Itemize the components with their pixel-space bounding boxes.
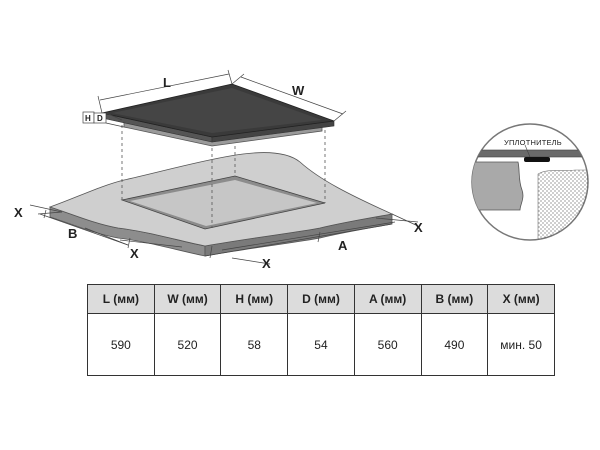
table-cell: 58 [220,313,289,376]
table-cell: 490 [420,313,489,376]
table-header-cell: L (мм) [87,283,155,315]
table-header-row: L (мм) W (мм) H (мм) D (мм) A (мм) B (мм… [87,283,555,315]
label-A: A [338,238,348,253]
table-row: 590 520 58 54 560 490 мин. 50 [87,313,555,376]
label-W: W [292,83,305,98]
label-H: H [85,114,91,123]
label-L: L [163,75,171,90]
countertop-cutout-floor [130,180,317,226]
table-header-cell: B (мм) [420,283,489,315]
seal-detail-glass [472,149,588,158]
table-cell: 590 [87,313,155,376]
table-cell: мин. 50 [487,313,555,376]
dimension-H-D [82,111,125,128]
hob-glass-highlight [112,88,322,133]
label-X-bottom-right: X [262,256,271,271]
dimension-L [97,69,233,114]
seal-label-leader [524,144,531,158]
seal-label: УПЛОТНИТЕЛЬ [504,138,562,147]
table-header-cell: H (мм) [220,283,289,315]
table-cell: 54 [287,313,355,376]
seal-detail-seal [524,157,550,162]
label-X-left: X [14,205,23,220]
table-cell: 560 [353,313,422,376]
seal-detail-countertop [472,161,524,211]
countertop [48,152,394,257]
installation-diagram: L W H D X B X X [14,69,589,271]
dimension-W [231,73,347,122]
seal-detail: УПЛОТНИТЕЛЬ [471,123,589,241]
label-B: B [68,226,77,241]
spec-table: L (мм) W (мм) H (мм) D (мм) A (мм) B (мм… [87,283,555,376]
table-header-cell: X (мм) [487,283,555,315]
table-header-cell: A (мм) [353,283,422,315]
label-D: D [97,114,103,123]
dimension-lines-countertop [29,204,419,265]
table-header-cell: D (мм) [287,283,355,315]
table-cell: 520 [153,313,222,376]
table-header-cell: W (мм) [153,283,222,315]
label-X-right: X [414,220,423,235]
label-X-bottom-left: X [130,246,139,261]
hob [101,83,335,147]
